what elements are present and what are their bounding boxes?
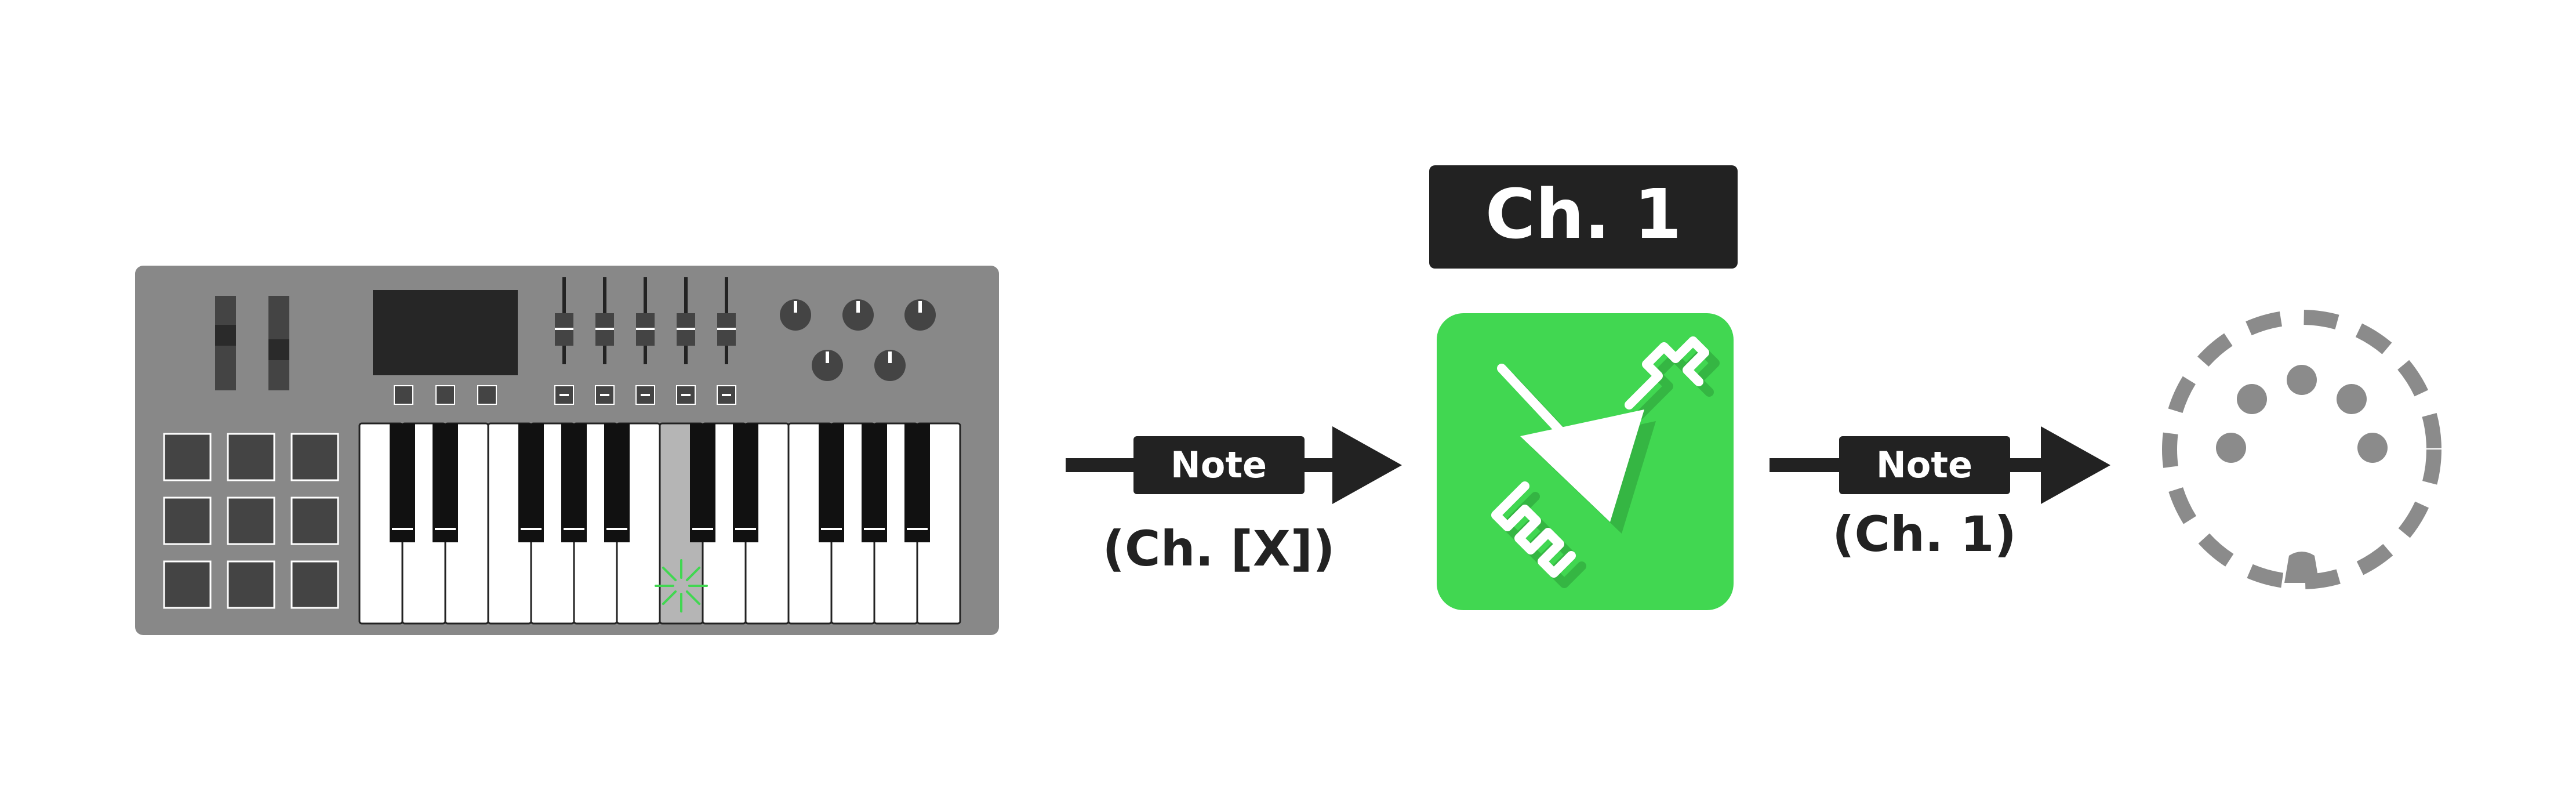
note-out-label: Note <box>1876 444 1972 486</box>
drum-pads <box>163 433 339 609</box>
black-key <box>604 423 630 542</box>
channel-title: Ch. 1 <box>1485 174 1682 254</box>
channel-title-box: Ch. 1 <box>1429 165 1738 269</box>
arrow-input: Note (Ch. [X]) <box>1066 426 1402 577</box>
channel-out-label: (Ch. 1) <box>1832 506 2017 563</box>
black-key <box>904 423 930 542</box>
fader <box>554 277 574 405</box>
plugin-wave-lower <box>1491 481 1576 578</box>
black-key <box>862 423 887 542</box>
plugin-arrow-head <box>1520 409 1644 522</box>
fader <box>676 277 696 405</box>
midi-port-notch <box>2284 552 2319 583</box>
midi-port-pins <box>2216 365 2388 463</box>
midi-keyboard-controller <box>135 266 999 635</box>
pitch-mod-wheels <box>215 296 289 390</box>
black-key <box>433 423 458 542</box>
plugin-line <box>1497 364 1573 444</box>
note-in-badge <box>1133 436 1305 494</box>
drum-pad <box>290 433 339 481</box>
black-key <box>733 423 758 542</box>
black-key <box>390 423 415 542</box>
midi-port-icon <box>2162 310 2441 589</box>
key-press-highlight-icon <box>655 559 708 612</box>
drum-pad <box>227 560 275 609</box>
faders <box>554 277 736 405</box>
knob <box>780 299 811 331</box>
knob <box>842 299 874 331</box>
knobs <box>780 299 936 381</box>
plugin-icon <box>1437 313 1734 610</box>
drum-pad <box>290 560 339 609</box>
black-key <box>561 423 587 542</box>
plugin-wave-upper <box>1625 336 1709 409</box>
drum-pad <box>227 433 275 481</box>
black-key <box>690 423 715 542</box>
black-key <box>518 423 544 542</box>
knob <box>874 350 906 381</box>
knob <box>812 350 843 381</box>
drum-pad <box>290 496 339 545</box>
black-key <box>819 423 844 542</box>
drum-pad <box>163 496 212 545</box>
drum-pad <box>163 560 212 609</box>
arrow-output: Note (Ch. 1) <box>1770 426 2110 563</box>
display-buttons <box>394 385 497 405</box>
drum-pad <box>163 433 212 481</box>
controller-display <box>373 290 518 375</box>
drum-pad <box>227 496 275 545</box>
fader <box>595 277 615 405</box>
fader <box>717 277 736 405</box>
knob <box>904 299 936 331</box>
channel-in-label: (Ch. [X]) <box>1103 520 1335 577</box>
note-in-label: Note <box>1171 444 1267 486</box>
note-out-badge <box>1839 436 2010 494</box>
fader <box>635 277 655 405</box>
piano-keys <box>358 422 961 625</box>
